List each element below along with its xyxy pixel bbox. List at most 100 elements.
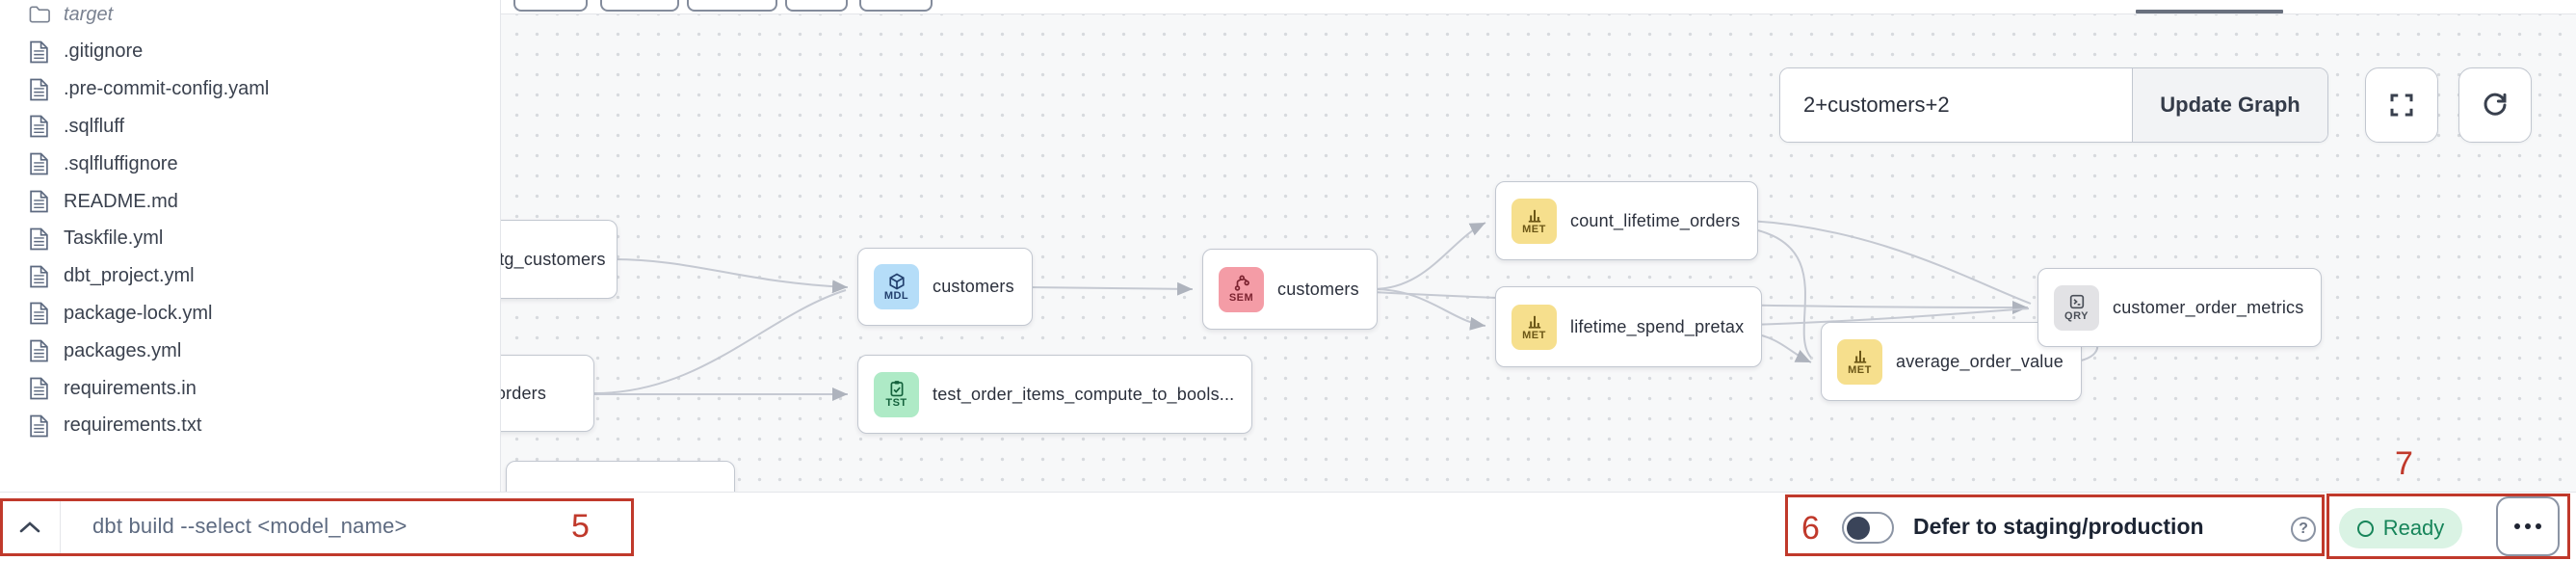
edge	[613, 258, 849, 294]
graph-node-stg_customers[interactable]: MDLstg_customers	[501, 220, 618, 299]
sidebar-item-requirements-in[interactable]: requirements.in	[0, 372, 500, 405]
sidebar-item-target[interactable]: target	[0, 0, 500, 31]
file-name: .gitignore	[64, 40, 144, 63]
file-name: requirements.txt	[64, 414, 202, 437]
graph-node-clipped_bottom_node[interactable]	[506, 461, 735, 492]
divider	[60, 498, 61, 556]
file-icon	[29, 77, 52, 102]
file-icon	[29, 151, 52, 176]
refresh-button[interactable]	[2458, 67, 2532, 143]
folder-icon	[29, 2, 52, 27]
node-label: customers	[933, 277, 1014, 296]
graph-node-customer_order_metrics[interactable]: QRY customer_order_metrics	[2037, 268, 2323, 347]
test-badge-icon: TST	[874, 371, 919, 417]
command-input[interactable]: dbt build --select <model_name>	[92, 514, 407, 538]
top-header-strip	[501, 0, 2576, 14]
node-label: lifetime_spend_pretax	[1570, 316, 1745, 336]
file-name: Taskfile.yml	[64, 227, 164, 250]
chevron-up-icon	[19, 521, 40, 533]
file-icon	[29, 376, 52, 401]
file-name: .pre-commit-config.yaml	[64, 78, 270, 100]
lineage-canvas[interactable]: MDLstg_customersMDLstg_orders MDL customer…	[501, 14, 2576, 492]
edge	[1748, 227, 1812, 359]
file-name: package-lock.yml	[64, 302, 213, 324]
file-name: requirements.in	[64, 377, 197, 399]
active-tab-underline	[2136, 10, 2283, 13]
sidebar-item-taskfile-yml[interactable]: Taskfile.yml	[0, 223, 500, 255]
metric-badge-icon: MET	[1511, 304, 1557, 350]
file-name: .sqlfluff	[64, 115, 124, 137]
file-icon	[29, 264, 52, 289]
clipped-tab[interactable]	[785, 0, 848, 12]
file-icon	[29, 338, 52, 363]
file-icon	[29, 301, 52, 326]
file-explorer-sidebar: target .gitignore .pre-commit-config.yaml.…	[0, 0, 501, 492]
graph-node-count_lifetime_orders[interactable]: MET count_lifetime_orders	[1495, 181, 1759, 260]
edge	[1748, 220, 2032, 305]
file-icon	[29, 189, 52, 214]
file-name: .sqlfluffignore	[64, 152, 178, 174]
model-badge-icon: MDL	[874, 264, 919, 309]
file-icon	[29, 227, 52, 252]
file-icon	[29, 114, 52, 139]
sidebar-item--pre-commit-config-yaml[interactable]: .pre-commit-config.yaml	[0, 73, 500, 106]
selector-group: Update Graph	[1779, 67, 2328, 143]
graph-controls: Update Graph	[501, 67, 2576, 143]
metric-badge-icon: MET	[1511, 198, 1557, 244]
sidebar-item-readme-md[interactable]: README.md	[0, 185, 500, 218]
status-text: Ready	[2382, 516, 2445, 540]
file-name: README.md	[64, 190, 178, 212]
clipped-tab[interactable]	[859, 0, 933, 12]
clipped-tab[interactable]	[687, 0, 777, 12]
graph-node-test_order_items[interactable]: TST test_order_items_compute_to_bools...	[857, 355, 1253, 434]
semantic-model-badge-icon: SEM	[1219, 266, 1264, 312]
collapse-panel-button[interactable]	[10, 508, 50, 547]
defer-toggle[interactable]	[1842, 512, 1894, 544]
status-ring-icon	[2356, 520, 2374, 537]
sidebar-item--sqlfluffignore[interactable]: .sqlfluffignore	[0, 147, 500, 180]
ellipsis-icon	[2514, 523, 2520, 529]
edge	[1372, 288, 1486, 331]
overflow-menu-button[interactable]	[2496, 496, 2560, 556]
graph-node-customers_model[interactable]: MDL customers	[857, 248, 1033, 326]
sidebar-item-package-lock-yml[interactable]: package-lock.yml	[0, 297, 500, 330]
sidebar-item--sqlfluff[interactable]: .sqlfluff	[0, 110, 500, 143]
update-graph-button[interactable]: Update Graph	[2132, 68, 2327, 142]
node-label: count_lifetime_orders	[1570, 210, 1741, 230]
fullscreen-icon	[2390, 94, 2413, 117]
refresh-icon	[2484, 93, 2507, 116]
node-label: stg_orders	[501, 383, 547, 403]
graph-node-stg_orders[interactable]: MDLstg_orders	[501, 355, 594, 432]
edge	[593, 289, 847, 394]
file-name: packages.yml	[64, 339, 182, 361]
file-name: target	[64, 3, 114, 25]
node-label: average_order_value	[1896, 351, 2063, 371]
file-icon	[29, 40, 52, 65]
sidebar-item-dbt-project-yml[interactable]: dbt_project.yml	[0, 260, 500, 293]
toggle-knob	[1847, 516, 1870, 540]
clipped-tab[interactable]	[600, 0, 679, 12]
node-label: test_order_items_compute_to_bools...	[933, 384, 1235, 404]
sidebar-item--gitignore[interactable]: .gitignore	[0, 36, 500, 68]
edge	[1748, 307, 2030, 326]
saved-query-badge-icon: QRY	[2054, 284, 2099, 331]
bottom-command-bar: dbt build --select <model_name> Defer to…	[0, 492, 2576, 561]
defer-label: Defer to staging/production	[1913, 514, 2204, 539]
edge	[1372, 222, 1486, 290]
sidebar-item-packages-yml[interactable]: packages.yml	[0, 334, 500, 367]
clipped-tab[interactable]	[513, 0, 588, 12]
node-label: customer_order_metrics	[2113, 297, 2304, 317]
sidebar-item-requirements-txt[interactable]: requirements.txt	[0, 410, 500, 442]
status-badge: Ready	[2339, 508, 2462, 548]
file-icon	[29, 414, 52, 439]
graph-node-lifetime_spend_pretax[interactable]: MET lifetime_spend_pretax	[1495, 286, 1763, 367]
help-icon[interactable]: ?	[2291, 517, 2316, 542]
selector-input[interactable]	[1780, 68, 2132, 142]
file-name: dbt_project.yml	[64, 265, 195, 287]
metric-badge-icon: MET	[1837, 338, 1882, 385]
node-label: stg_customers	[501, 249, 606, 269]
fullscreen-button[interactable]	[2365, 67, 2438, 143]
edge	[1027, 281, 1194, 296]
